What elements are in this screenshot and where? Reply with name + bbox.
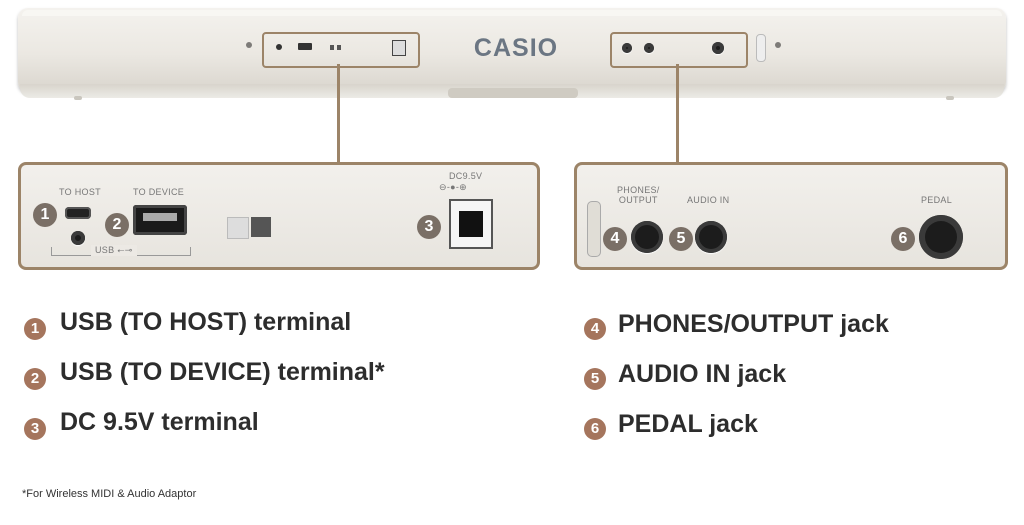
- phones-output-label: PHONES/ OUTPUT: [617, 185, 660, 205]
- to-host-label: TO HOST: [59, 187, 101, 197]
- marker-2: 2: [105, 213, 129, 237]
- screw-icon: [775, 42, 781, 48]
- connector-line: [676, 64, 679, 164]
- mini-jack-icon: [712, 42, 724, 54]
- right-terminal-highlight: [610, 32, 748, 68]
- legend-marker-3: 3: [24, 418, 46, 440]
- legend-marker-2: 2: [24, 368, 46, 390]
- footnote: *For Wireless MIDI & Audio Adaptor: [22, 488, 197, 500]
- usb-a-tongue: [143, 213, 177, 221]
- to-device-label: TO DEVICE: [133, 187, 185, 197]
- keyboard-center-foot: [448, 88, 578, 98]
- marker-6: 6: [891, 227, 915, 251]
- marker-3: 3: [417, 215, 441, 239]
- micro-usb-port: [65, 207, 91, 219]
- legend-marker-1: 1: [24, 318, 46, 340]
- dc-label: DC9.5V: [449, 171, 483, 181]
- dc-polarity-icon: ⊖-●-⊕: [439, 182, 468, 192]
- keyboard-foot: [74, 96, 82, 100]
- mini-switch-icon: [337, 45, 341, 50]
- side-slot: [587, 201, 601, 257]
- keyboard-foot: [946, 96, 954, 100]
- legend-audio-in: AUDIO IN jack: [618, 360, 787, 388]
- screw-icon: [246, 42, 252, 48]
- mini-dc-icon: [392, 40, 406, 56]
- legend-phones-output: PHONES/OUTPUT jack: [618, 310, 889, 338]
- legend-dc: DC 9.5V terminal: [60, 408, 259, 436]
- left-terminal-panel: TO HOST TO DEVICE 1 2 USB ⭠⊸ DC9.5V ⊖-●-…: [18, 162, 540, 270]
- mini-jack-icon: [276, 44, 282, 50]
- mini-switch-icon: [330, 45, 334, 50]
- switch-block: [227, 217, 249, 239]
- right-terminal-panel: PHONES/ OUTPUT AUDIO IN PEDAL 4 5 6: [574, 162, 1008, 270]
- mini-slot-icon: [756, 34, 766, 62]
- legend-pedal: PEDAL jack: [618, 410, 758, 438]
- legend-usb-device: USB (TO DEVICE) terminal*: [60, 358, 385, 386]
- small-jack: [71, 231, 85, 245]
- mini-jack-icon: [644, 43, 654, 53]
- legend-marker-5: 5: [584, 368, 606, 390]
- pedal-jack: [919, 215, 963, 259]
- legend-usb-host: USB (TO HOST) terminal: [60, 308, 352, 336]
- dc-jack: [449, 199, 493, 249]
- phones-output-jack: [631, 221, 663, 253]
- switch-block: [251, 217, 271, 237]
- legend-marker-6: 6: [584, 418, 606, 440]
- dc-jack-hole: [459, 211, 483, 237]
- keyboard-top-rim: [22, 10, 1002, 16]
- usb-symbol-icon: ⭠⊸: [117, 245, 133, 255]
- keyboard-rear: [18, 8, 1006, 92]
- marker-4: 4: [603, 227, 627, 251]
- pedal-label: PEDAL: [921, 195, 953, 205]
- connector-line: [337, 64, 340, 164]
- usb-a-port: [133, 205, 187, 235]
- legend-marker-4: 4: [584, 318, 606, 340]
- audio-in-label: AUDIO IN: [687, 195, 730, 205]
- mini-usb-icon: [298, 43, 312, 50]
- audio-in-jack: [695, 221, 727, 253]
- left-terminal-highlight: [262, 32, 420, 68]
- marker-1: 1: [33, 203, 57, 227]
- usb-label: USB ⭠⊸: [91, 245, 137, 256]
- usb-text: USB: [95, 245, 115, 255]
- marker-5: 5: [669, 227, 693, 251]
- mini-jack-icon: [622, 43, 632, 53]
- casio-logo: CASIO: [473, 34, 559, 62]
